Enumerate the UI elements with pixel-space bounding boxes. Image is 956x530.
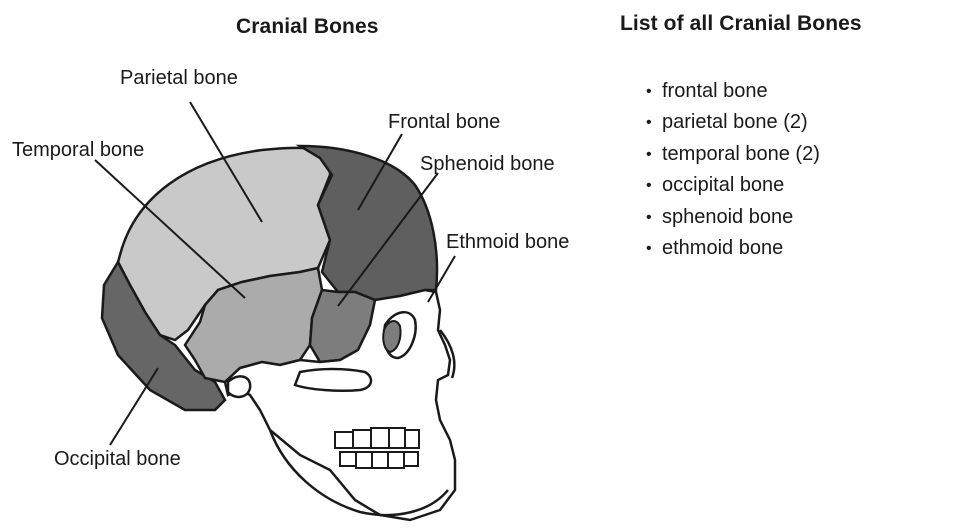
skull-diagram: Parietal bone Frontal bone Temporal bone…: [0, 0, 610, 530]
lower-teeth: [340, 452, 418, 468]
bullet-icon: •: [646, 233, 652, 264]
list-item: • occipital bone: [646, 170, 820, 201]
list-title: List of all Cranial Bones: [620, 12, 862, 36]
list-item-text: ethmoid bone: [662, 237, 783, 259]
list-item: • parietal bone (2): [646, 107, 820, 138]
bullet-icon: •: [646, 76, 652, 107]
sphenoid-label: Sphenoid bone: [420, 153, 555, 175]
list-item: • temporal bone (2): [646, 139, 820, 170]
ethmoid-label: Ethmoid bone: [446, 231, 569, 253]
temporal-label: Temporal bone: [12, 139, 144, 161]
list-item: • frontal bone: [646, 76, 820, 107]
list-item: • ethmoid bone: [646, 233, 820, 264]
occipital-leader-line: [110, 368, 158, 445]
list-item-text: occipital bone: [662, 174, 784, 196]
ear-canal: [228, 376, 250, 397]
list-item-text: sphenoid bone: [662, 206, 793, 228]
bullet-icon: •: [646, 107, 652, 138]
list-item-text: parietal bone (2): [662, 111, 808, 133]
list-item-text: frontal bone: [662, 80, 768, 102]
list-item-text: temporal bone (2): [662, 143, 820, 165]
cranial-bones-list: • frontal bone • parietal bone (2) • tempor…: [646, 76, 820, 264]
bullet-icon: •: [646, 202, 652, 233]
bullet-icon: •: [646, 139, 652, 170]
upper-teeth: [335, 428, 419, 448]
list-item: • sphenoid bone: [646, 202, 820, 233]
frontal-label: Frontal bone: [388, 111, 500, 133]
bullet-icon: •: [646, 170, 652, 201]
parietal-label: Parietal bone: [120, 67, 238, 89]
skull-illustration: Parietal bone Frontal bone Temporal bone…: [0, 0, 610, 530]
occipital-label: Occipital bone: [54, 448, 181, 470]
cheekbone: [295, 369, 371, 391]
